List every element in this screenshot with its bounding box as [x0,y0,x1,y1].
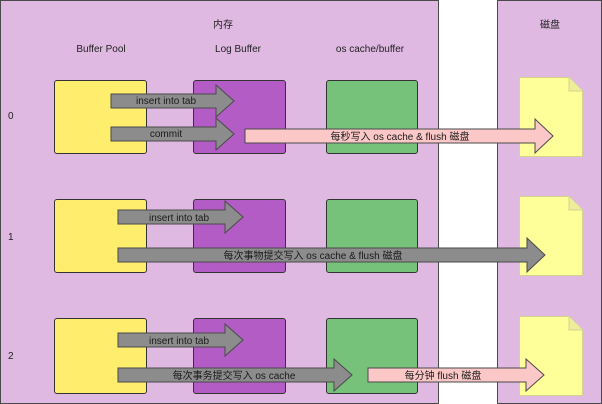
arrow-insert-0: insert into tab [110,83,235,119]
arrow-label: 每秒写入 os cache & flush 磁盘 [331,130,470,143]
arrow-shape [110,116,235,152]
arrow-label: insert into tab [149,213,209,224]
arrow-insert-1: insert into tab [117,199,244,235]
arrow-shape [117,357,353,393]
arrow-shape [367,357,545,393]
arrow-shape [117,236,546,274]
arrow-flush-minute-2: 每分钟 flush 磁盘 [367,357,545,393]
arrow-insert-2: insert into tab [117,322,244,358]
arrow-label: 每次事物提交写入 os cache & flush 磁盘 [224,249,403,262]
buffer-pool-header: Buffer Pool [76,44,126,55]
log-buffer-header: Log Buffer [215,44,261,55]
arrow-label: 每次事务提交写入 os cache [173,369,296,382]
arrow-flush-second-0: 每秒写入 os cache & flush 磁盘 [244,117,554,155]
arrow-label: commit [150,129,182,140]
disk-panel-title: 磁盘 [540,20,560,31]
row-label-0: 0 [8,111,14,122]
arrow-label: insert into tab [149,336,209,347]
memory-panel-title: 内存 [213,20,233,31]
arrow-shape [117,322,244,358]
arrow-commit-0: commit [110,116,235,152]
arrow-commit-flush-1: 每次事物提交写入 os cache & flush 磁盘 [117,236,546,274]
arrow-label: insert into tab [136,96,196,107]
arrow-shape [110,83,235,119]
row-label-1: 1 [8,232,14,243]
arrow-shape [117,199,244,235]
arrow-commit-cache-2: 每次事务提交写入 os cache [117,357,353,393]
os-cache-header: os cache/buffer [335,44,405,55]
arrow-shape [244,117,554,155]
row-label-2: 2 [8,351,14,362]
buffer-pool-box-0 [54,80,147,154]
arrow-label: 每分钟 flush 磁盘 [405,369,482,382]
